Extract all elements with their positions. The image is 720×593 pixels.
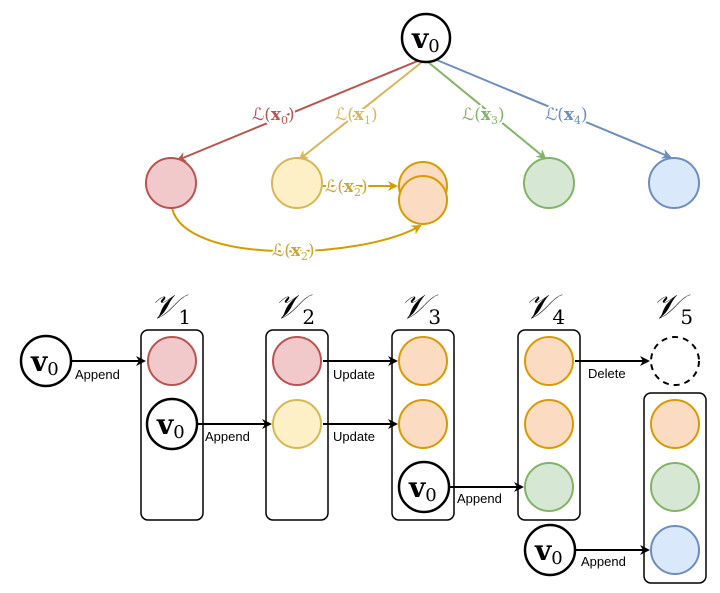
root-node (400, 12, 452, 64)
tree-node-blue (648, 157, 700, 209)
set-title-2: 𝒱2 (274, 287, 315, 329)
tree-edge-x4 (431, 57, 672, 159)
label-update-1: Update (333, 367, 375, 382)
tree-node-green (523, 157, 575, 209)
v0-node-1 (19, 334, 73, 388)
v4-node-orange-2 (524, 399, 574, 449)
v3-node-orange-2 (398, 399, 448, 449)
v1-node-red (147, 336, 197, 386)
v5-node-green (650, 462, 700, 512)
set-title-1: 𝒱1 (150, 287, 191, 329)
set-box-5 (643, 392, 707, 584)
label-append-2: Append (205, 429, 250, 444)
edge-label-x4: ℒ(x4) (545, 105, 588, 127)
v0-node-3 (397, 460, 451, 514)
v0-node-3-label: v0 (408, 471, 437, 506)
set-title-4: 𝒱4 (524, 287, 565, 329)
v4-node-orange-1 (524, 336, 574, 386)
root-node-label: v0 (411, 22, 440, 57)
tree-node-yellow (271, 157, 323, 209)
label-append-4: Append (581, 554, 626, 569)
v0-node-2-label: v0 (156, 408, 185, 443)
tree-edge-red-to-orange (171, 207, 422, 253)
set-title-5: 𝒱5 (652, 287, 693, 329)
v5-node-blue (650, 525, 700, 575)
v0-node-2 (145, 397, 199, 451)
label-update-2: Update (333, 429, 375, 444)
v4-node-green (524, 462, 574, 512)
v0-node-1-label: v0 (30, 345, 59, 380)
set-title-3: 𝒱3 (400, 287, 441, 329)
v2-node-yellow (272, 399, 322, 449)
v2-node-red (272, 336, 322, 386)
label-append-1: Append (75, 367, 120, 382)
edge-label-x2-direct: ℒ(x2) (325, 177, 368, 199)
edge-label-x2-curve: ℒ(x2) (272, 241, 315, 263)
deleted-node (650, 336, 700, 386)
v3-node-orange-1 (398, 336, 448, 386)
tree-edge-x1 (298, 61, 423, 161)
tree-node-orange-front (398, 175, 448, 225)
tree-node-red (145, 157, 197, 209)
v0-node-4-label: v0 (534, 534, 563, 569)
v5-node-orange (650, 399, 700, 449)
edge-label-x0: ℒ(x0) (252, 105, 295, 127)
label-append-3: Append (457, 491, 502, 506)
edge-label-x3: ℒ(x3) (462, 105, 505, 127)
set-box-4 (517, 329, 581, 521)
label-delete: Delete (588, 366, 626, 381)
tree-edge-x3 (427, 61, 547, 160)
edge-label-x1: ℒ(x1) (335, 105, 378, 127)
v0-node-4 (523, 523, 577, 577)
tree-edge-x0 (176, 59, 421, 162)
